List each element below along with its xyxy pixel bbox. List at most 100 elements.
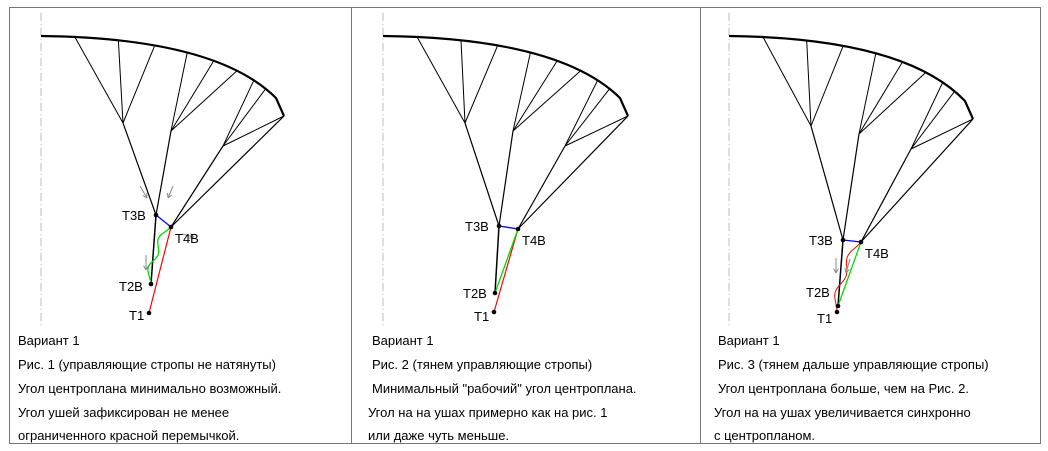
label-t3b: T3B xyxy=(122,208,146,223)
label-t2b: T2B xyxy=(806,285,830,300)
green-jumper xyxy=(837,241,862,307)
label-t2b: T2B xyxy=(463,286,487,301)
riser-line xyxy=(155,130,172,216)
label-t3b: T3B xyxy=(809,233,833,248)
upper-line xyxy=(564,115,629,147)
upper-line xyxy=(222,88,267,147)
arrow-icon xyxy=(142,194,148,199)
point-t3b xyxy=(153,212,159,218)
caption-title: Вариант 1 xyxy=(372,333,434,348)
caption-line: или даже чуть меньше. xyxy=(368,428,510,443)
arrow-icon xyxy=(189,233,195,238)
caption-line: Угол на на ушах примерно как на рис. 1 xyxy=(368,405,608,420)
riser-line xyxy=(860,148,912,243)
arrow-icon xyxy=(167,194,173,199)
point-t1 xyxy=(491,309,497,315)
upper-line xyxy=(464,45,499,124)
arrow-icon xyxy=(143,265,147,271)
point-t3b xyxy=(496,223,502,229)
canopy-profile xyxy=(40,34,286,117)
red-jumper xyxy=(148,226,172,314)
upper-line xyxy=(858,71,927,135)
point-t1 xyxy=(146,310,152,316)
point-t1 xyxy=(834,309,840,315)
upper-line xyxy=(170,70,238,132)
arrow-icon xyxy=(845,258,851,274)
point-t4b xyxy=(168,224,174,230)
point-t4b xyxy=(515,226,521,232)
label-t4b: T4B xyxy=(522,233,546,248)
blue-jumper xyxy=(155,214,172,228)
caption-line: Рис. 3 (тянем дальше управляющие стропы) xyxy=(718,357,989,372)
riser-line xyxy=(837,239,844,307)
arrow-icon xyxy=(167,185,174,199)
diagram-svg: T3B T4B T2B T1 xyxy=(728,13,975,326)
caption-line: с центропланом. xyxy=(714,428,816,443)
arrow-icon xyxy=(145,265,149,271)
label-t4b: T4B xyxy=(865,246,889,261)
point-t2b xyxy=(492,290,498,296)
caption-line: Угол центроплана больше, чем на Рис. 2. xyxy=(718,381,969,396)
riser-line xyxy=(122,122,157,216)
point-t4b xyxy=(858,239,864,245)
riser-line xyxy=(170,145,224,228)
upper-line xyxy=(910,91,956,150)
caption-line: Угол на на ушах увеличивается синхронно xyxy=(714,405,971,420)
upper-line xyxy=(512,52,531,132)
canopy-profile xyxy=(728,34,975,120)
riser-line xyxy=(498,130,514,227)
canopy-profile xyxy=(382,34,630,117)
upper-line xyxy=(170,60,215,132)
upper-line xyxy=(762,36,812,127)
caption-title: Вариант 1 xyxy=(18,333,80,348)
red-jumper xyxy=(493,228,519,313)
upper-line xyxy=(416,36,466,124)
upper-line xyxy=(910,82,944,150)
upper-line xyxy=(858,53,877,135)
point-t2b xyxy=(835,303,841,309)
upper-line xyxy=(170,52,188,132)
upper-line xyxy=(806,40,812,127)
riser-line xyxy=(464,122,500,227)
caption-line: Рис. 1 (управляющие стропы не натянуты) xyxy=(18,357,276,372)
caption-line: Минимальный "рабочий" угол центроплана. xyxy=(372,381,637,396)
label-t4b: T4B xyxy=(175,231,199,246)
upper-line xyxy=(810,45,844,127)
label-t1: T1 xyxy=(817,311,832,326)
label-t1: T1 xyxy=(474,309,489,324)
upper-line xyxy=(512,70,581,132)
riser-line xyxy=(150,214,157,285)
point-t3b xyxy=(840,237,846,243)
blue-jumper xyxy=(842,239,862,243)
point-t2b xyxy=(148,281,154,287)
arrow-icon xyxy=(189,236,195,239)
riser-line xyxy=(517,115,629,230)
green-jumper xyxy=(494,228,519,294)
caption-line: Угол ушей зафиксирован не менее xyxy=(18,405,230,420)
upper-line xyxy=(122,45,156,124)
label-t2b: T2B xyxy=(119,279,143,294)
arrow-icon xyxy=(845,269,850,274)
arrow-icon xyxy=(181,233,195,238)
upper-line xyxy=(460,40,466,124)
riser-line xyxy=(517,145,566,230)
caption-title: Вариант 1 xyxy=(718,333,780,348)
upper-line xyxy=(564,80,599,147)
riser-line xyxy=(170,115,285,228)
upper-line xyxy=(512,60,558,132)
riser-line xyxy=(494,225,500,294)
green-jumper xyxy=(147,226,172,285)
riser-line xyxy=(860,118,974,243)
riser-line xyxy=(842,133,860,241)
riser-line xyxy=(810,125,844,241)
caption-line: ограниченного красной перемычкой. xyxy=(18,428,240,443)
red-jumper xyxy=(834,241,862,313)
arrow-icon xyxy=(833,268,837,274)
arrow-icon xyxy=(166,192,169,199)
arrow-icon xyxy=(835,268,839,274)
